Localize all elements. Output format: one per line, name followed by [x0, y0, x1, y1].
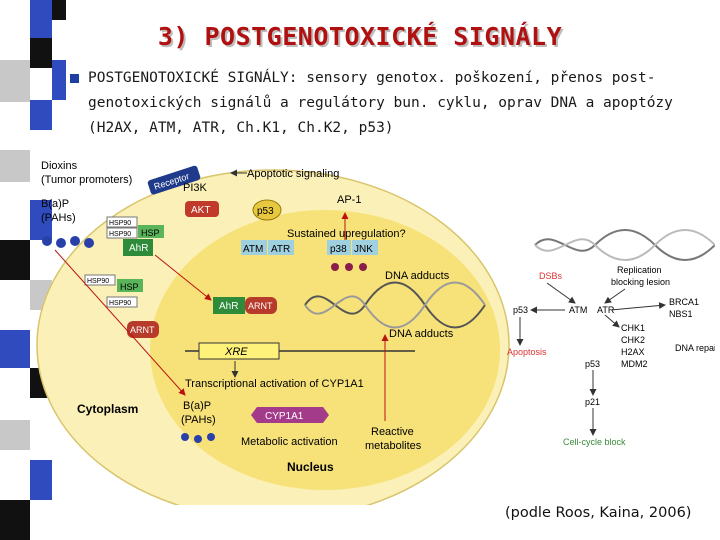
replication-label: Replication: [617, 265, 662, 275]
hsp-label-1: HSP: [141, 228, 160, 238]
dna-helix: [304, 281, 486, 329]
dioxins-label: Dioxins: [41, 160, 78, 172]
atm-label: ATM: [243, 244, 263, 255]
hsp-label-2: HSP: [120, 282, 139, 292]
metabolites-label: metabolites: [365, 440, 422, 452]
bap-label-top: B(a)P: [41, 198, 69, 210]
cytoplasm-label: Cytoplasm: [77, 402, 138, 416]
atr-label: ATR: [271, 244, 290, 255]
blocking-lesion-label: blocking lesion: [611, 277, 670, 287]
bap-label-bottom: B(a)P: [183, 400, 211, 412]
signaling-figure: Dioxins (Tumor promoters) B(a)P (PAHs) R…: [35, 155, 719, 521]
atr-right-label: ATR: [597, 305, 615, 315]
cyp1a1-label: CYP1A1: [265, 411, 304, 422]
p21-label: p21: [585, 397, 600, 407]
ahr-label-1: AhR: [129, 243, 148, 254]
signaling-diagram: Dioxins (Tumor promoters) B(a)P (PAHs) R…: [36, 160, 719, 521]
atm-right-label: ATM: [569, 305, 587, 315]
ahr-label-2: AhR: [219, 301, 238, 312]
cell-cycle-block-label: Cell-cycle block: [563, 437, 626, 447]
ap1-label: AP-1: [337, 194, 361, 206]
dsbs-label: DSBs: [539, 271, 563, 281]
brca1-label: BRCA1: [669, 297, 699, 307]
reactive-label: Reactive: [371, 426, 414, 438]
apoptosis-label: Apoptosis: [507, 347, 547, 357]
body-text: POSTGENOTOXICKÉ SIGNÁLY: sensory genotox…: [88, 70, 673, 136]
citation: (podle Roos, Kaina, 2006): [505, 505, 692, 521]
hsp90-label-4: HSP90: [109, 300, 131, 307]
transcriptional-activation-label: Transcriptional activation of CYP1A1: [185, 378, 364, 390]
hsp90-label-3: HSP90: [87, 278, 109, 285]
metabolic-activation-label: Metabolic activation: [241, 436, 338, 448]
mdm2-label: MDM2: [621, 359, 648, 369]
dna-adducts-label-2: DNA adducts: [389, 328, 454, 340]
xre-label: XRE: [224, 346, 248, 358]
chk1-label: CHK1: [621, 323, 645, 333]
h2ax-label: H2AX: [621, 347, 645, 357]
hsp90-label-2: HSP90: [109, 231, 131, 238]
nucleus-region: [150, 210, 500, 490]
akt-label: AKT: [191, 205, 210, 216]
nbs1-label: NBS1: [669, 309, 693, 319]
p53-right-label: p53: [513, 305, 528, 315]
nucleus-label: Nucleus: [287, 460, 334, 474]
pahs-label-top: (PAHs): [41, 212, 76, 224]
dna-repair-label: DNA repair: [675, 343, 715, 353]
dna-damage-panel: DSBs Replication blocking lesion p53 ATM…: [507, 229, 719, 447]
ligand-dots: [42, 236, 94, 248]
hsp90-label-1: HSP90: [109, 220, 131, 227]
p53-right-label-2: p53: [585, 359, 600, 369]
p38-label: p38: [330, 244, 347, 255]
dna-adduct-dots: [331, 263, 367, 271]
p53-label: p53: [257, 206, 274, 217]
bullet-icon: [70, 74, 79, 83]
arnt-label-1: ARNT: [248, 301, 273, 311]
pahs-label-bottom: (PAHs): [181, 414, 216, 426]
arnt-label-2: ARNT: [130, 325, 155, 335]
sustained-upregulation-label: Sustained upregulation?: [287, 228, 406, 240]
chk2-label: CHK2: [621, 335, 645, 345]
tumor-promoters-label: (Tumor promoters): [41, 174, 132, 186]
pi3k-label: PI3K: [183, 182, 208, 194]
body-paragraph: POSTGENOTOXICKÉ SIGNÁLY: sensory genotox…: [70, 66, 708, 141]
apoptotic-signaling-label: Apoptotic signaling: [247, 168, 339, 180]
dna-adducts-label-1: DNA adducts: [385, 270, 450, 282]
jnk-label: JNK: [354, 244, 373, 255]
slide-title: 3) POSTGENOTOXICKÉ SIGNÁLY: [157, 22, 563, 51]
